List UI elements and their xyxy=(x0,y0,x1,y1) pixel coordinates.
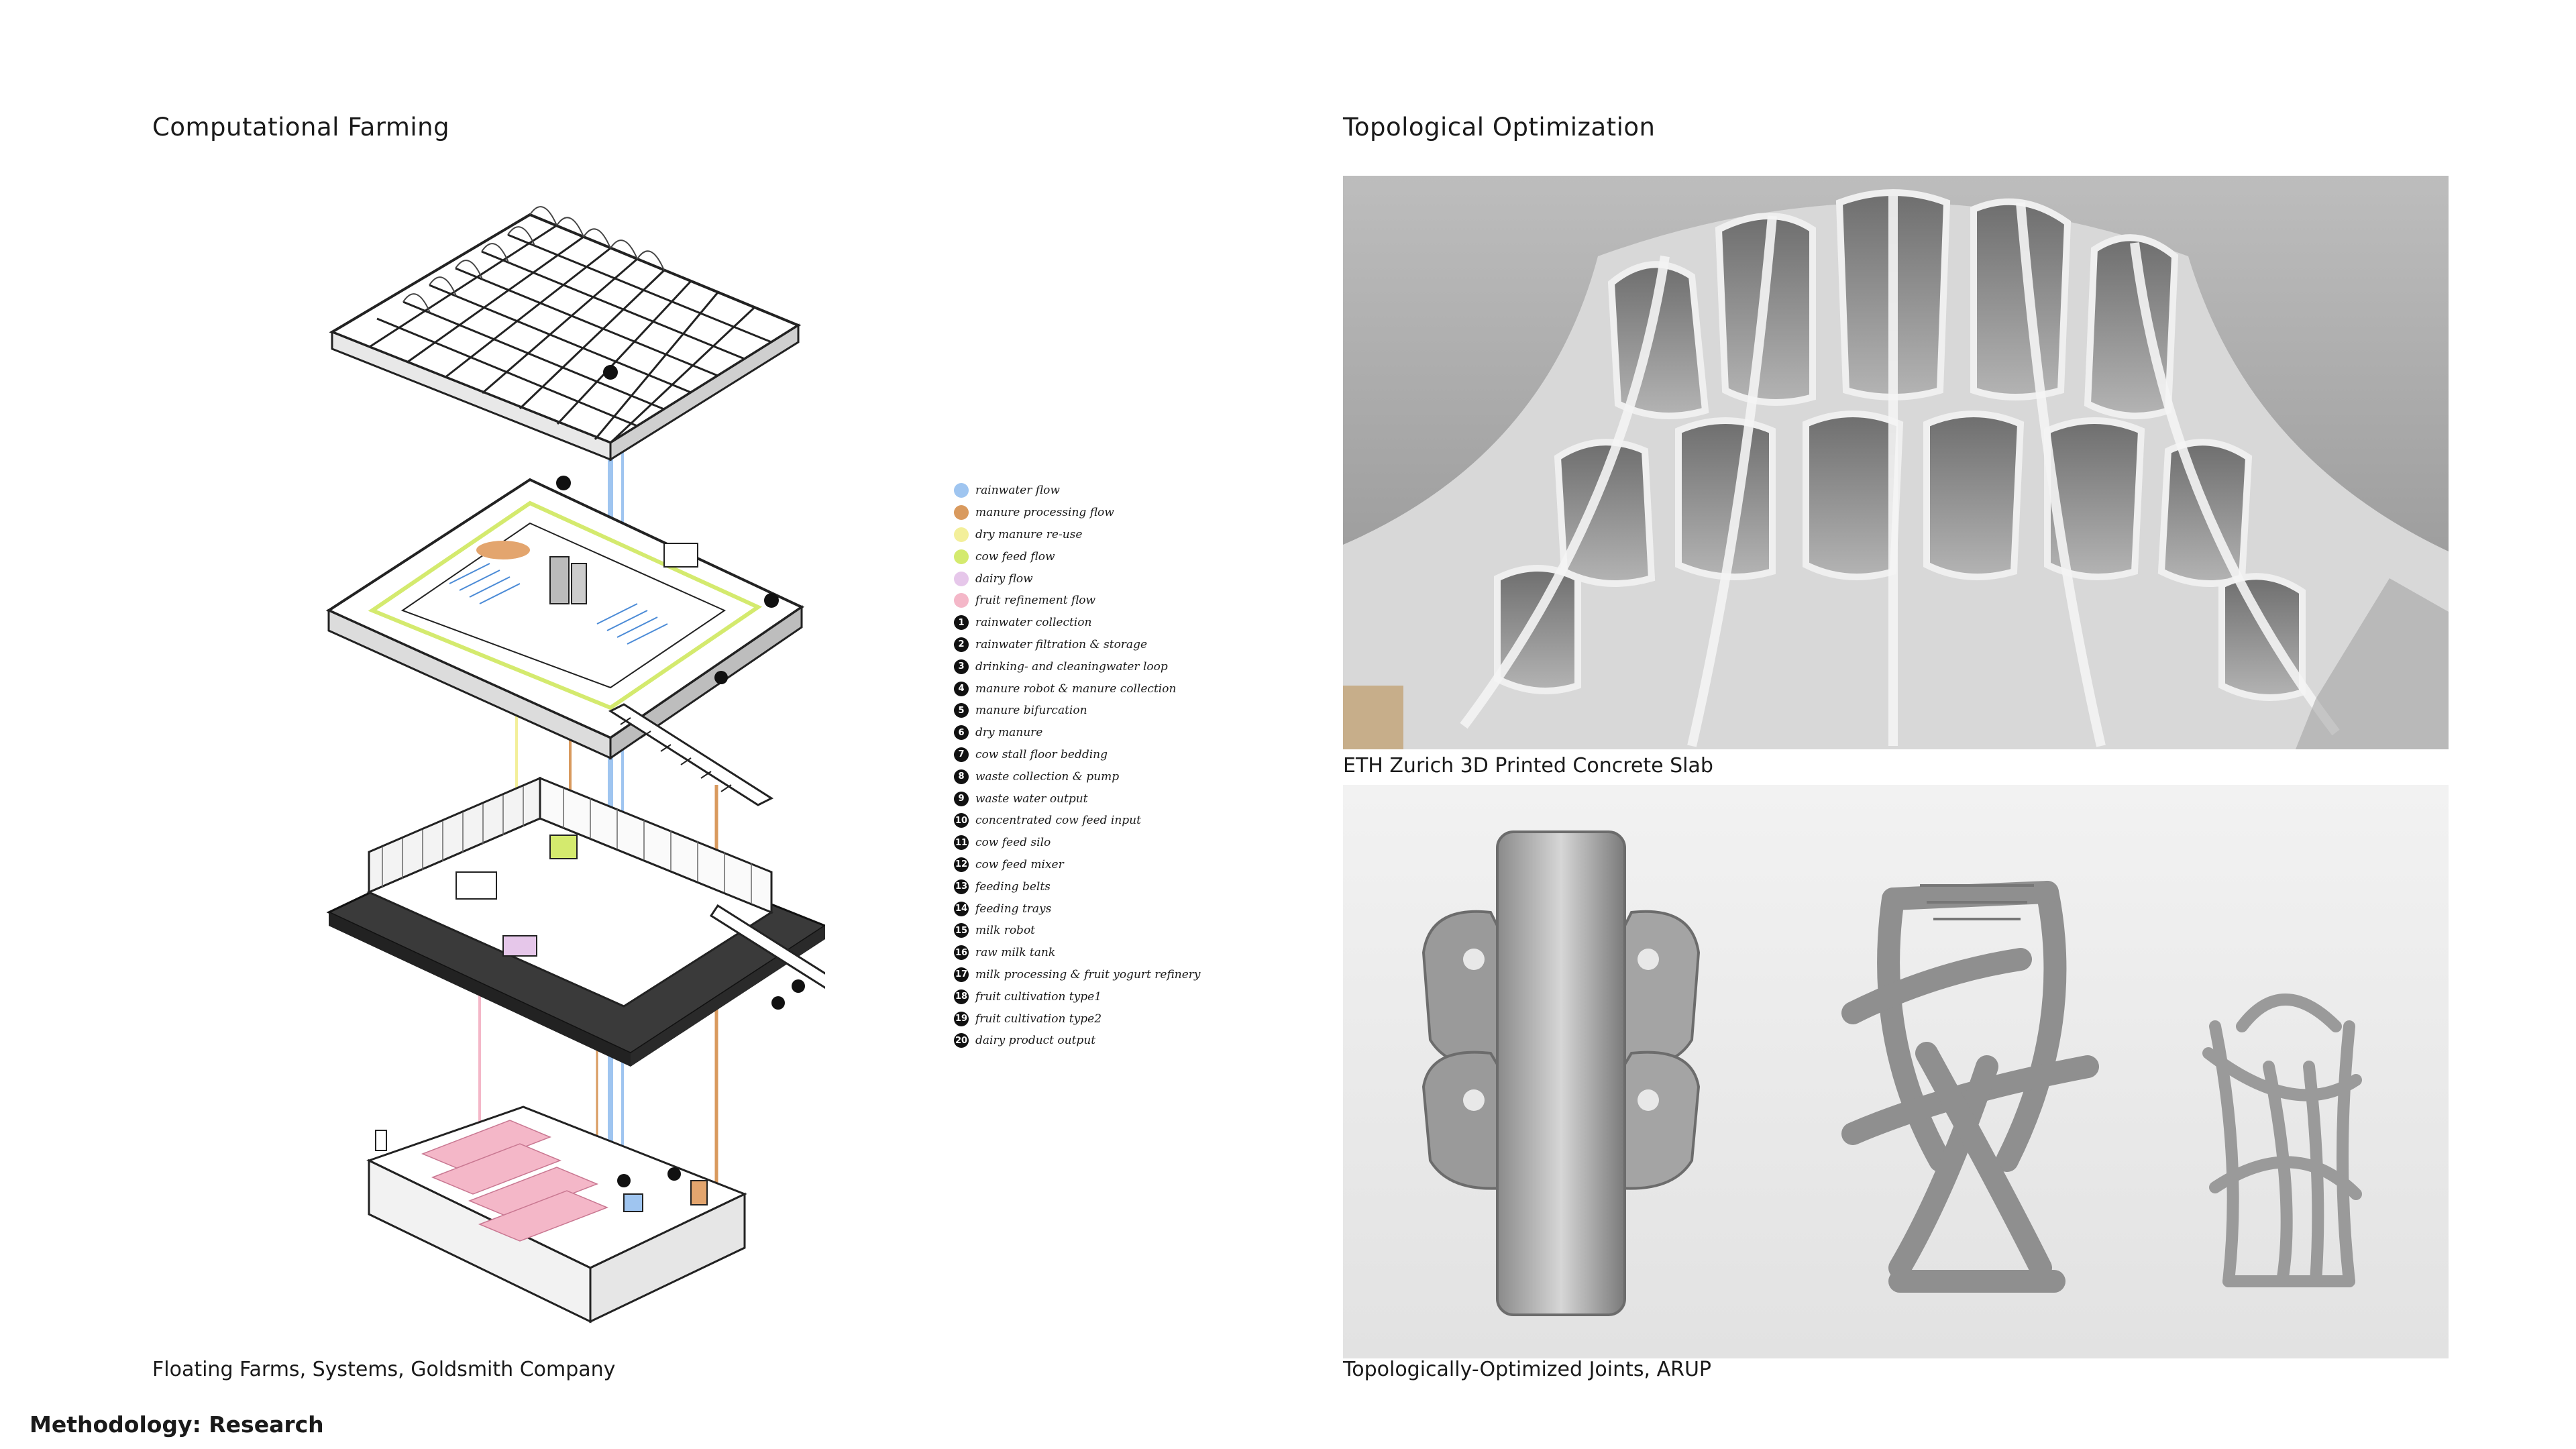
legend-label: dairy product output xyxy=(975,1034,1096,1048)
number-badge-icon: 14 xyxy=(954,901,969,916)
legend-label: rainwater filtration & storage xyxy=(975,637,1148,651)
legend-label: manure robot & manure collection xyxy=(975,682,1177,696)
number-badge-icon: 1 xyxy=(954,615,969,631)
manure-flow-swatch-icon xyxy=(954,505,969,521)
legend-label: cow feed silo xyxy=(975,836,1051,850)
legend-item-row: 15 milk robot xyxy=(954,920,1236,942)
legend-label: drinking- and cleaningwater loop xyxy=(975,659,1168,674)
legend-flow-row: rainwater flow xyxy=(954,480,1236,502)
slab-caption: ETH Zurich 3D Printed Concrete Slab xyxy=(1343,754,1713,777)
optimized-joints-photo xyxy=(1343,785,2449,1358)
legend-label: fruit cultivation type2 xyxy=(975,1012,1102,1026)
legend-item-row: 1 rainwater collection xyxy=(954,612,1236,634)
legend-item-row: 7 cow stall floor bedding xyxy=(954,744,1236,766)
joint-3 xyxy=(2202,994,2362,1287)
legend-item-row: 14 feeding trays xyxy=(954,898,1236,920)
left-caption: Floating Farms, Systems, Goldsmith Compa… xyxy=(152,1358,616,1381)
number-badge-icon: 13 xyxy=(954,879,969,894)
number-badge-icon: 15 xyxy=(954,923,969,938)
legend-label: milk processing & fruit yogurt refinery xyxy=(975,967,1201,981)
legend-item-row: 9 waste water output xyxy=(954,788,1236,810)
legend-label: dry manure re-use xyxy=(975,527,1083,541)
legend-item-row: 20 dairy product output xyxy=(954,1030,1236,1052)
legend-label: feeding belts xyxy=(975,879,1051,894)
legend-label: dairy flow xyxy=(975,572,1033,586)
number-badge-icon: 18 xyxy=(954,989,969,1004)
legend-item-row: 13 feeding belts xyxy=(954,875,1236,898)
legend-flow-row: dry manure re-use xyxy=(954,524,1236,546)
number-badge-icon: 20 xyxy=(954,1033,969,1049)
rainwater-flow-swatch-icon xyxy=(954,483,969,498)
legend-label: cow feed flow xyxy=(975,549,1055,564)
legend-item-row: 8 waste collection & pump xyxy=(954,765,1236,788)
legend-item-row: 10 concentrated cow feed input xyxy=(954,810,1236,832)
legend-flow-row: cow feed flow xyxy=(954,545,1236,568)
legend-flow-row: dairy flow xyxy=(954,568,1236,590)
legend-item-row: 2 rainwater filtration & storage xyxy=(954,634,1236,656)
processing-layer xyxy=(326,776,847,1067)
number-badge-icon: 12 xyxy=(954,857,969,872)
page-footer-title: Methodology: Research xyxy=(30,1411,324,1438)
number-badge-icon: 17 xyxy=(954,967,969,982)
legend-label: milk robot xyxy=(975,924,1036,938)
legend-label: manure bifurcation xyxy=(975,704,1087,718)
legend-label: cow feed mixer xyxy=(975,857,1064,871)
legend-item-row: 18 fruit cultivation type1 xyxy=(954,985,1236,1008)
dairy-flow-swatch-icon xyxy=(954,571,969,586)
cow-stall-layer xyxy=(325,476,805,806)
legend-label: feeding trays xyxy=(975,902,1052,916)
number-badge-icon: 11 xyxy=(954,835,969,851)
legend-label: waste water output xyxy=(975,792,1088,806)
legend-label: waste collection & pump xyxy=(975,769,1120,784)
legend-item-row: 11 cow feed silo xyxy=(954,832,1236,854)
legend-label: fruit refinement flow xyxy=(975,594,1096,608)
legend-flow-row: manure processing flow xyxy=(954,502,1236,524)
number-badge-icon: 8 xyxy=(954,769,969,784)
number-badge-icon: 10 xyxy=(954,813,969,828)
number-badge-icon: 3 xyxy=(954,659,969,674)
legend-item-row: 5 manure bifurcation xyxy=(954,700,1236,722)
left-heading: Computational Farming xyxy=(152,113,450,142)
legend-label: fruit cultivation type1 xyxy=(975,989,1102,1004)
joint-2 xyxy=(1841,881,2099,1293)
legend-item-row: 16 raw milk tank xyxy=(954,942,1236,964)
number-badge-icon: 9 xyxy=(954,791,969,806)
legend-item-row: 4 manure robot & manure collection xyxy=(954,678,1236,700)
fruit-flow-swatch-icon xyxy=(954,593,969,608)
number-badge-icon: 5 xyxy=(954,703,969,718)
joints-caption: Topologically-Optimized Joints, ARUP xyxy=(1343,1358,1712,1381)
legend-item-row: 17 milk processing & fruit yogurt refiner… xyxy=(954,964,1236,986)
legend-flow-row: fruit refinement flow xyxy=(954,590,1236,612)
right-heading: Topological Optimization xyxy=(1343,113,1656,142)
legend-item-row: 19 fruit cultivation type2 xyxy=(954,1008,1236,1030)
floating-farm-exploded-diagram xyxy=(315,181,847,1362)
concrete-slab-photo xyxy=(1343,176,2449,749)
dry-manure-swatch-icon xyxy=(954,527,969,542)
joint-2-lattice xyxy=(1920,884,2034,920)
legend-label: raw milk tank xyxy=(975,946,1056,960)
legend-label: rainwater collection xyxy=(975,616,1092,630)
number-badge-icon: 19 xyxy=(954,1011,969,1026)
legend-item-row: 3 drinking- and cleaningwater loop xyxy=(954,655,1236,678)
roof-layer xyxy=(329,206,802,462)
cow-feed-swatch-icon xyxy=(954,549,969,564)
number-badge-icon: 6 xyxy=(954,725,969,741)
number-badge-icon: 4 xyxy=(954,681,969,696)
fruit-cultivation-layer xyxy=(366,1106,747,1324)
legend-label: dry manure xyxy=(975,726,1043,740)
number-badge-icon: 7 xyxy=(954,747,969,762)
diagram-legend: rainwater flow manure processing flow dr… xyxy=(954,480,1236,1052)
number-badge-icon: 16 xyxy=(954,945,969,961)
legend-label: cow stall floor bedding xyxy=(975,747,1108,761)
legend-label: rainwater flow xyxy=(975,484,1060,498)
legend-label: concentrated cow feed input xyxy=(975,814,1141,828)
legend-label: manure processing flow xyxy=(975,506,1114,520)
legend-item-row: 6 dry manure xyxy=(954,722,1236,744)
number-badge-icon: 2 xyxy=(954,637,969,652)
joint-1 xyxy=(1421,830,1701,1316)
legend-item-row: 12 cow feed mixer xyxy=(954,854,1236,876)
